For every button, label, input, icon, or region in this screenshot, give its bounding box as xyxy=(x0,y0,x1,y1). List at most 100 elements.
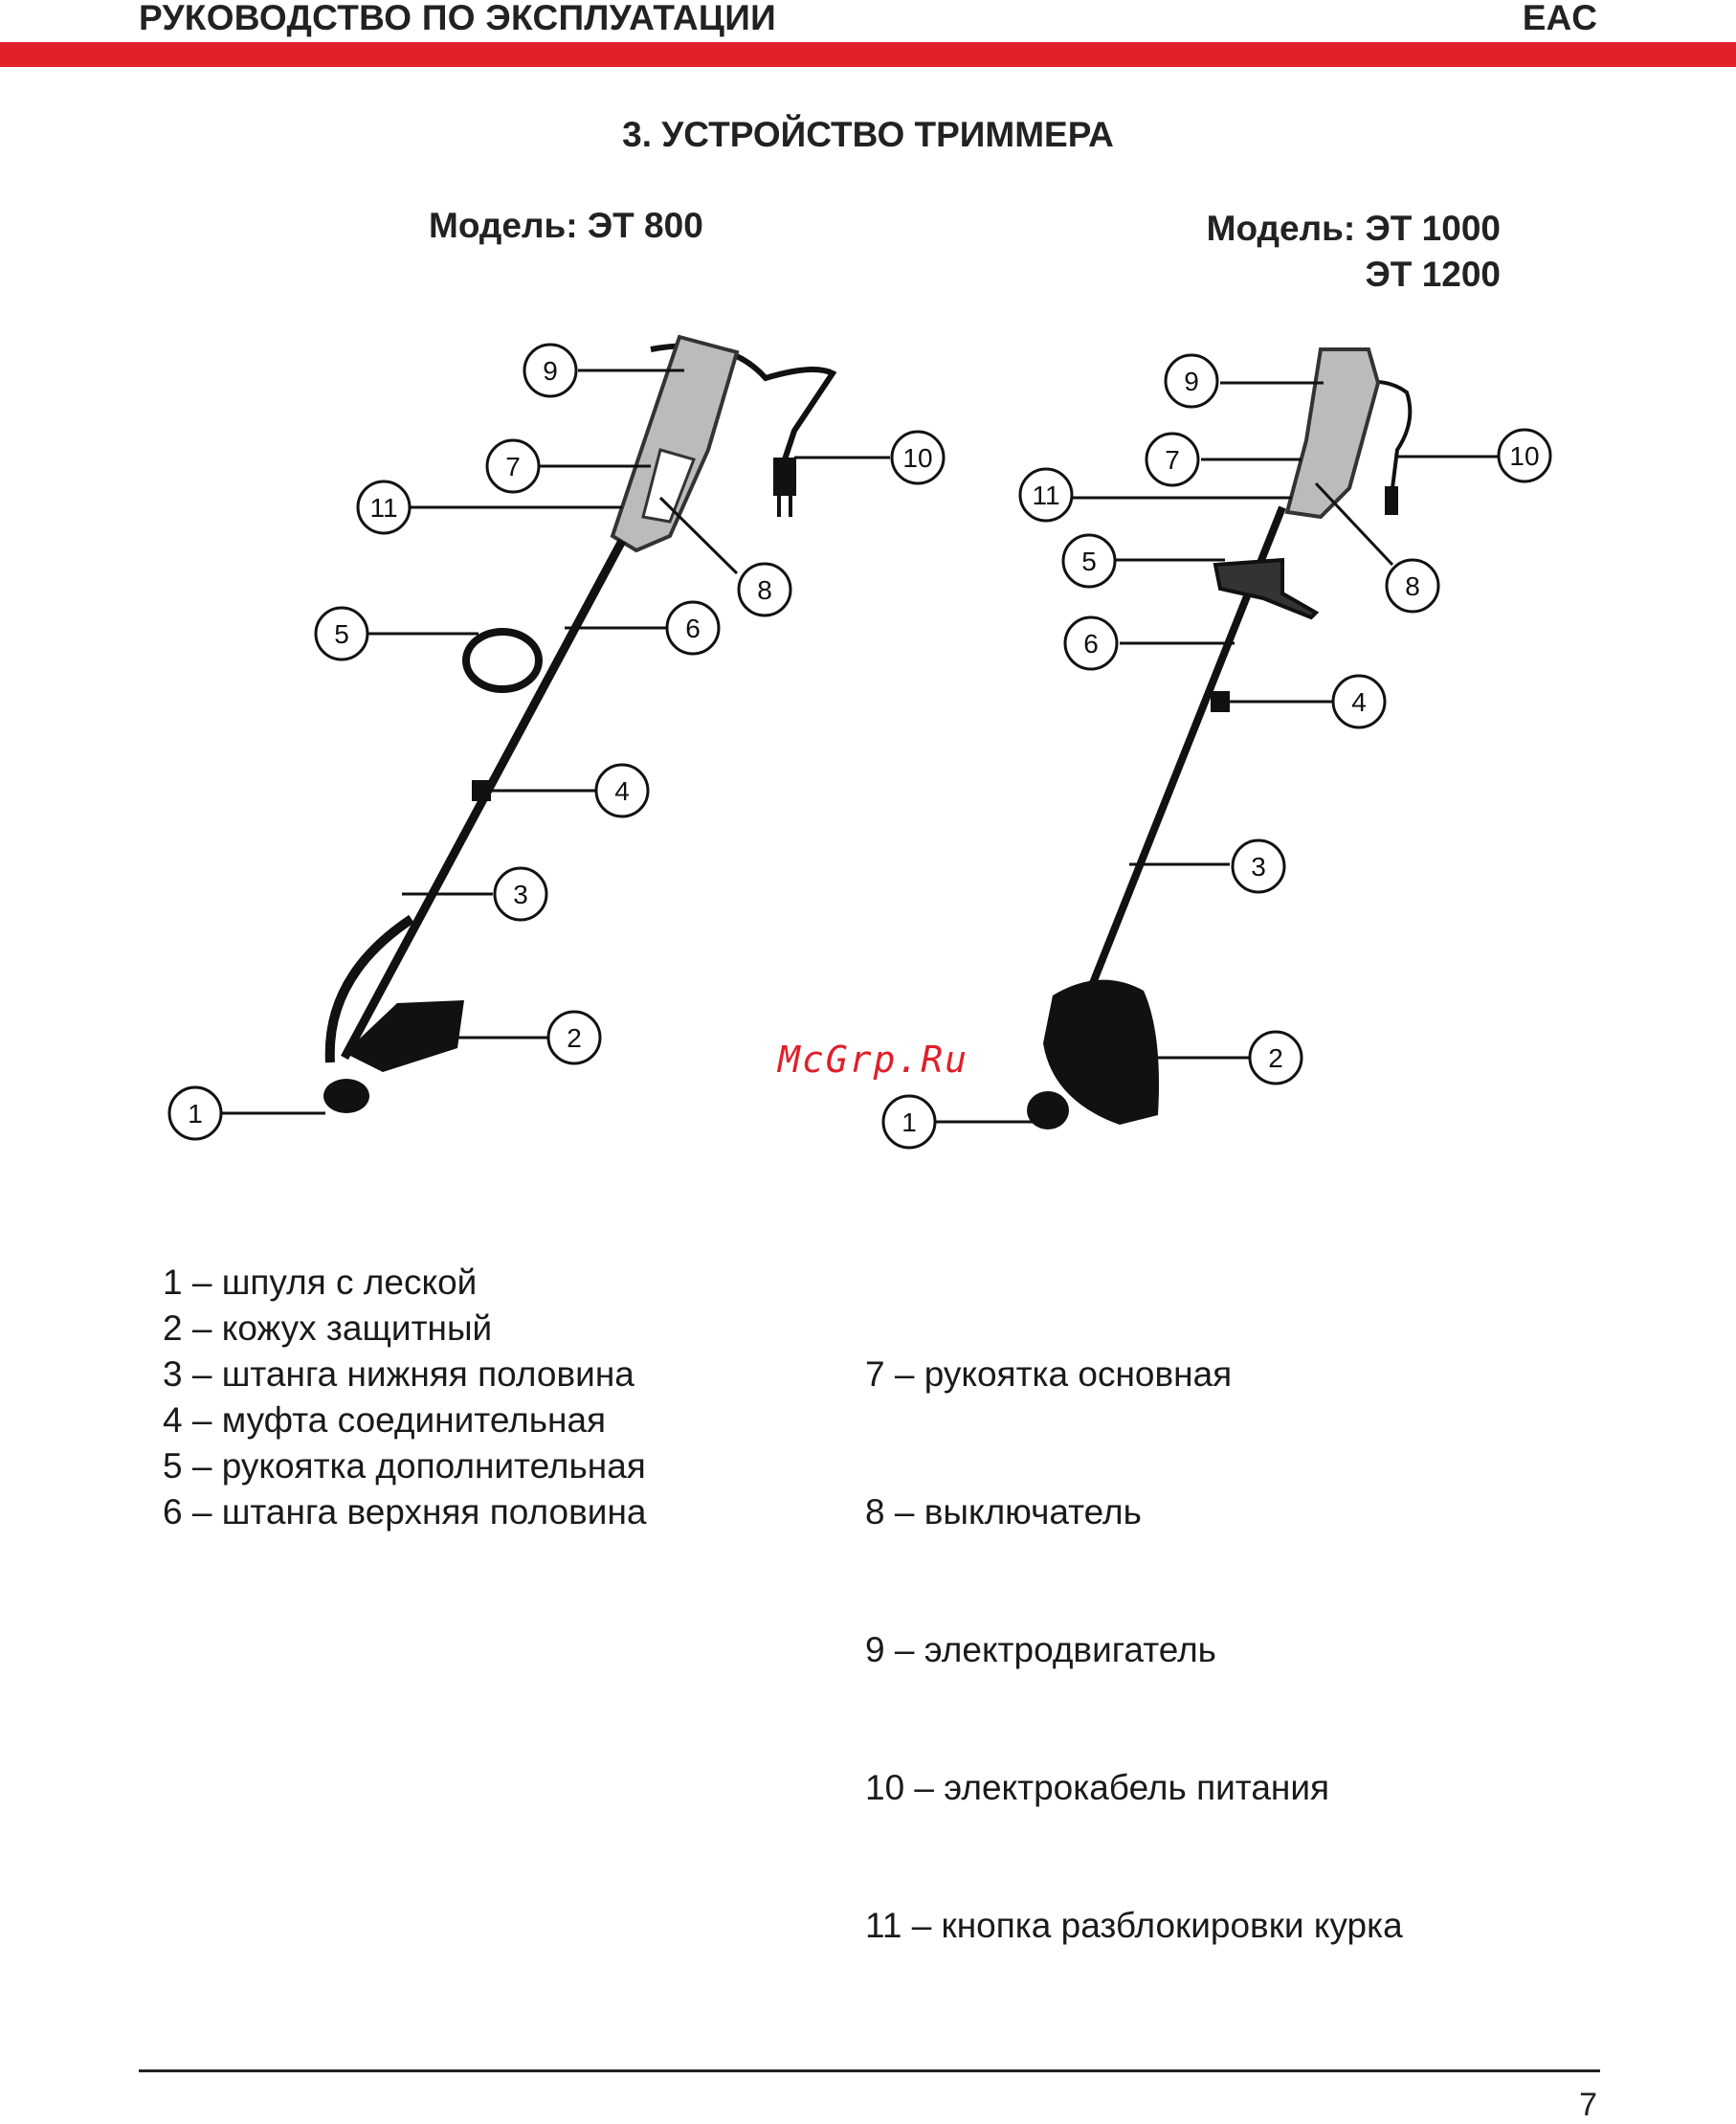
callout-leaders-left xyxy=(222,369,890,1115)
callout-left-10: 10 xyxy=(890,430,946,485)
callout-circle xyxy=(1385,558,1440,614)
callout-circle xyxy=(890,430,946,485)
callout-circle xyxy=(356,480,412,535)
callout-circle xyxy=(1231,838,1286,894)
callout-left-11: 11 xyxy=(356,480,412,535)
callout-left-7: 7 xyxy=(485,438,541,494)
spool-right xyxy=(1027,1091,1069,1129)
callout-circle xyxy=(167,1085,223,1141)
spool-left xyxy=(323,1079,369,1113)
certification-mark: EAC xyxy=(1522,0,1597,37)
callout-number: 1 xyxy=(188,1099,203,1129)
callout-number: 3 xyxy=(1251,852,1266,882)
guard-right xyxy=(1043,979,1159,1125)
callout-number: 6 xyxy=(1083,629,1099,659)
model-label-right-line2: ЭТ 1200 xyxy=(1365,255,1501,294)
callout-circle xyxy=(1061,533,1117,589)
callout-right-4: 4 xyxy=(1331,674,1387,729)
callout-left-4: 4 xyxy=(594,763,650,818)
callout-circle xyxy=(1018,467,1074,523)
callout-number: 2 xyxy=(567,1023,582,1053)
callout-number: 4 xyxy=(614,776,630,806)
callout-right-11: 11 xyxy=(1018,467,1074,523)
callout-circle xyxy=(493,866,548,922)
callout-left-9: 9 xyxy=(523,343,578,398)
callout-number: 9 xyxy=(1184,367,1199,396)
callout-circle xyxy=(523,343,578,398)
callout-right-10: 10 xyxy=(1497,428,1552,483)
callout-left-3: 3 xyxy=(493,866,548,922)
model-label-left: Модель: ЭТ 800 xyxy=(429,206,703,245)
legend-left: 1 – шпуля с леской 2 – кожух защитный 3 … xyxy=(163,1260,646,1535)
legend-item: 11 – кнопка разблокировки курка xyxy=(865,1906,1403,1945)
legend-item: 2 – кожух защитный xyxy=(163,1308,493,1348)
callout-right-5: 5 xyxy=(1061,533,1117,589)
callout-number: 6 xyxy=(685,614,701,643)
callout-right-7: 7 xyxy=(1145,432,1200,487)
callout-leaders-right xyxy=(934,381,1498,1124)
legend-item: 10 – электрокабель питания xyxy=(865,1768,1330,1807)
legend-item: 3 – штанга нижняя половина xyxy=(163,1354,634,1394)
guard-left xyxy=(345,1000,464,1072)
callout-right-6: 6 xyxy=(1063,615,1119,671)
callout-right-9: 9 xyxy=(1164,353,1219,409)
page-number: 7 xyxy=(1579,2087,1597,2123)
handle-grip-opening-left xyxy=(641,448,696,524)
callout-number: 4 xyxy=(1351,687,1367,717)
callout-right-2: 2 xyxy=(1248,1030,1303,1085)
coupling-left xyxy=(472,780,491,801)
callout-circle xyxy=(485,438,541,494)
callout-circle xyxy=(881,1094,937,1150)
callout-circle xyxy=(665,600,721,656)
callout-right-3: 3 xyxy=(1231,838,1286,894)
coupling-right xyxy=(1211,691,1230,712)
shaft-right xyxy=(1054,505,1286,1074)
document-header-title: РУКОВОДСТВО ПО ЭКСПЛУАТАЦИИ xyxy=(139,0,777,37)
callout-circle xyxy=(1063,615,1119,671)
auxiliary-handle-loop-left xyxy=(462,628,543,693)
callout-left-6: 6 xyxy=(665,600,721,656)
callout-circle xyxy=(737,562,792,617)
callout-number: 10 xyxy=(902,443,932,473)
callout-circle xyxy=(1497,428,1552,483)
lower-shaft-bend-left xyxy=(324,914,414,1063)
callout-number: 11 xyxy=(369,493,397,523)
callout-left-2: 2 xyxy=(546,1010,602,1065)
model-label-right-line1: Модель: ЭТ 1000 xyxy=(1206,209,1501,248)
callout-right-8: 8 xyxy=(1385,558,1440,614)
legend-item: 5 – рукоятка дополнительная xyxy=(163,1446,646,1486)
callout-left-5: 5 xyxy=(314,606,369,661)
callout-number: 8 xyxy=(757,575,772,605)
callout-number: 5 xyxy=(334,619,349,649)
trimmer-et1000-drawing xyxy=(1027,347,1413,1129)
plug-right xyxy=(1385,486,1398,515)
motor-housing-left xyxy=(610,334,740,553)
footer-rule xyxy=(139,2069,1600,2072)
callout-number: 5 xyxy=(1081,547,1097,576)
legend-item: 4 – муфта соединительная xyxy=(163,1400,607,1440)
callout-left-8: 8 xyxy=(737,562,792,617)
callout-left-1: 1 xyxy=(167,1085,223,1141)
legend-item: 7 – рукоятка основная xyxy=(865,1354,1233,1394)
callout-circle xyxy=(546,1010,602,1065)
callout-circle xyxy=(594,763,650,818)
callout-number: 3 xyxy=(513,880,528,909)
callout-right-1: 1 xyxy=(881,1094,937,1150)
legend-item: 8 – выключатель xyxy=(865,1492,1142,1532)
legend-right: 7 – рукоятка основная 8 – выключатель 9 … xyxy=(865,1260,1403,1995)
motor-housing-right xyxy=(1284,347,1381,520)
callout-number: 9 xyxy=(543,356,558,386)
callout-circle xyxy=(1248,1030,1303,1085)
callout-number: 7 xyxy=(505,452,521,481)
callout-number: 7 xyxy=(1165,445,1180,475)
callout-circle xyxy=(1145,432,1200,487)
section-title: 3. УСТРОЙСТВО ТРИММЕРА xyxy=(622,115,1114,154)
model-label-right: Модель: ЭТ 1000 ЭТ 1200 xyxy=(1207,206,1501,298)
callout-number: 1 xyxy=(901,1107,917,1137)
callout-number: 11 xyxy=(1032,481,1059,510)
callout-circle xyxy=(1331,674,1387,729)
legend-item: 1 – шпуля с леской xyxy=(163,1263,478,1302)
trimmer-et800-drawing xyxy=(323,334,837,1113)
callout-circle xyxy=(1164,353,1219,409)
